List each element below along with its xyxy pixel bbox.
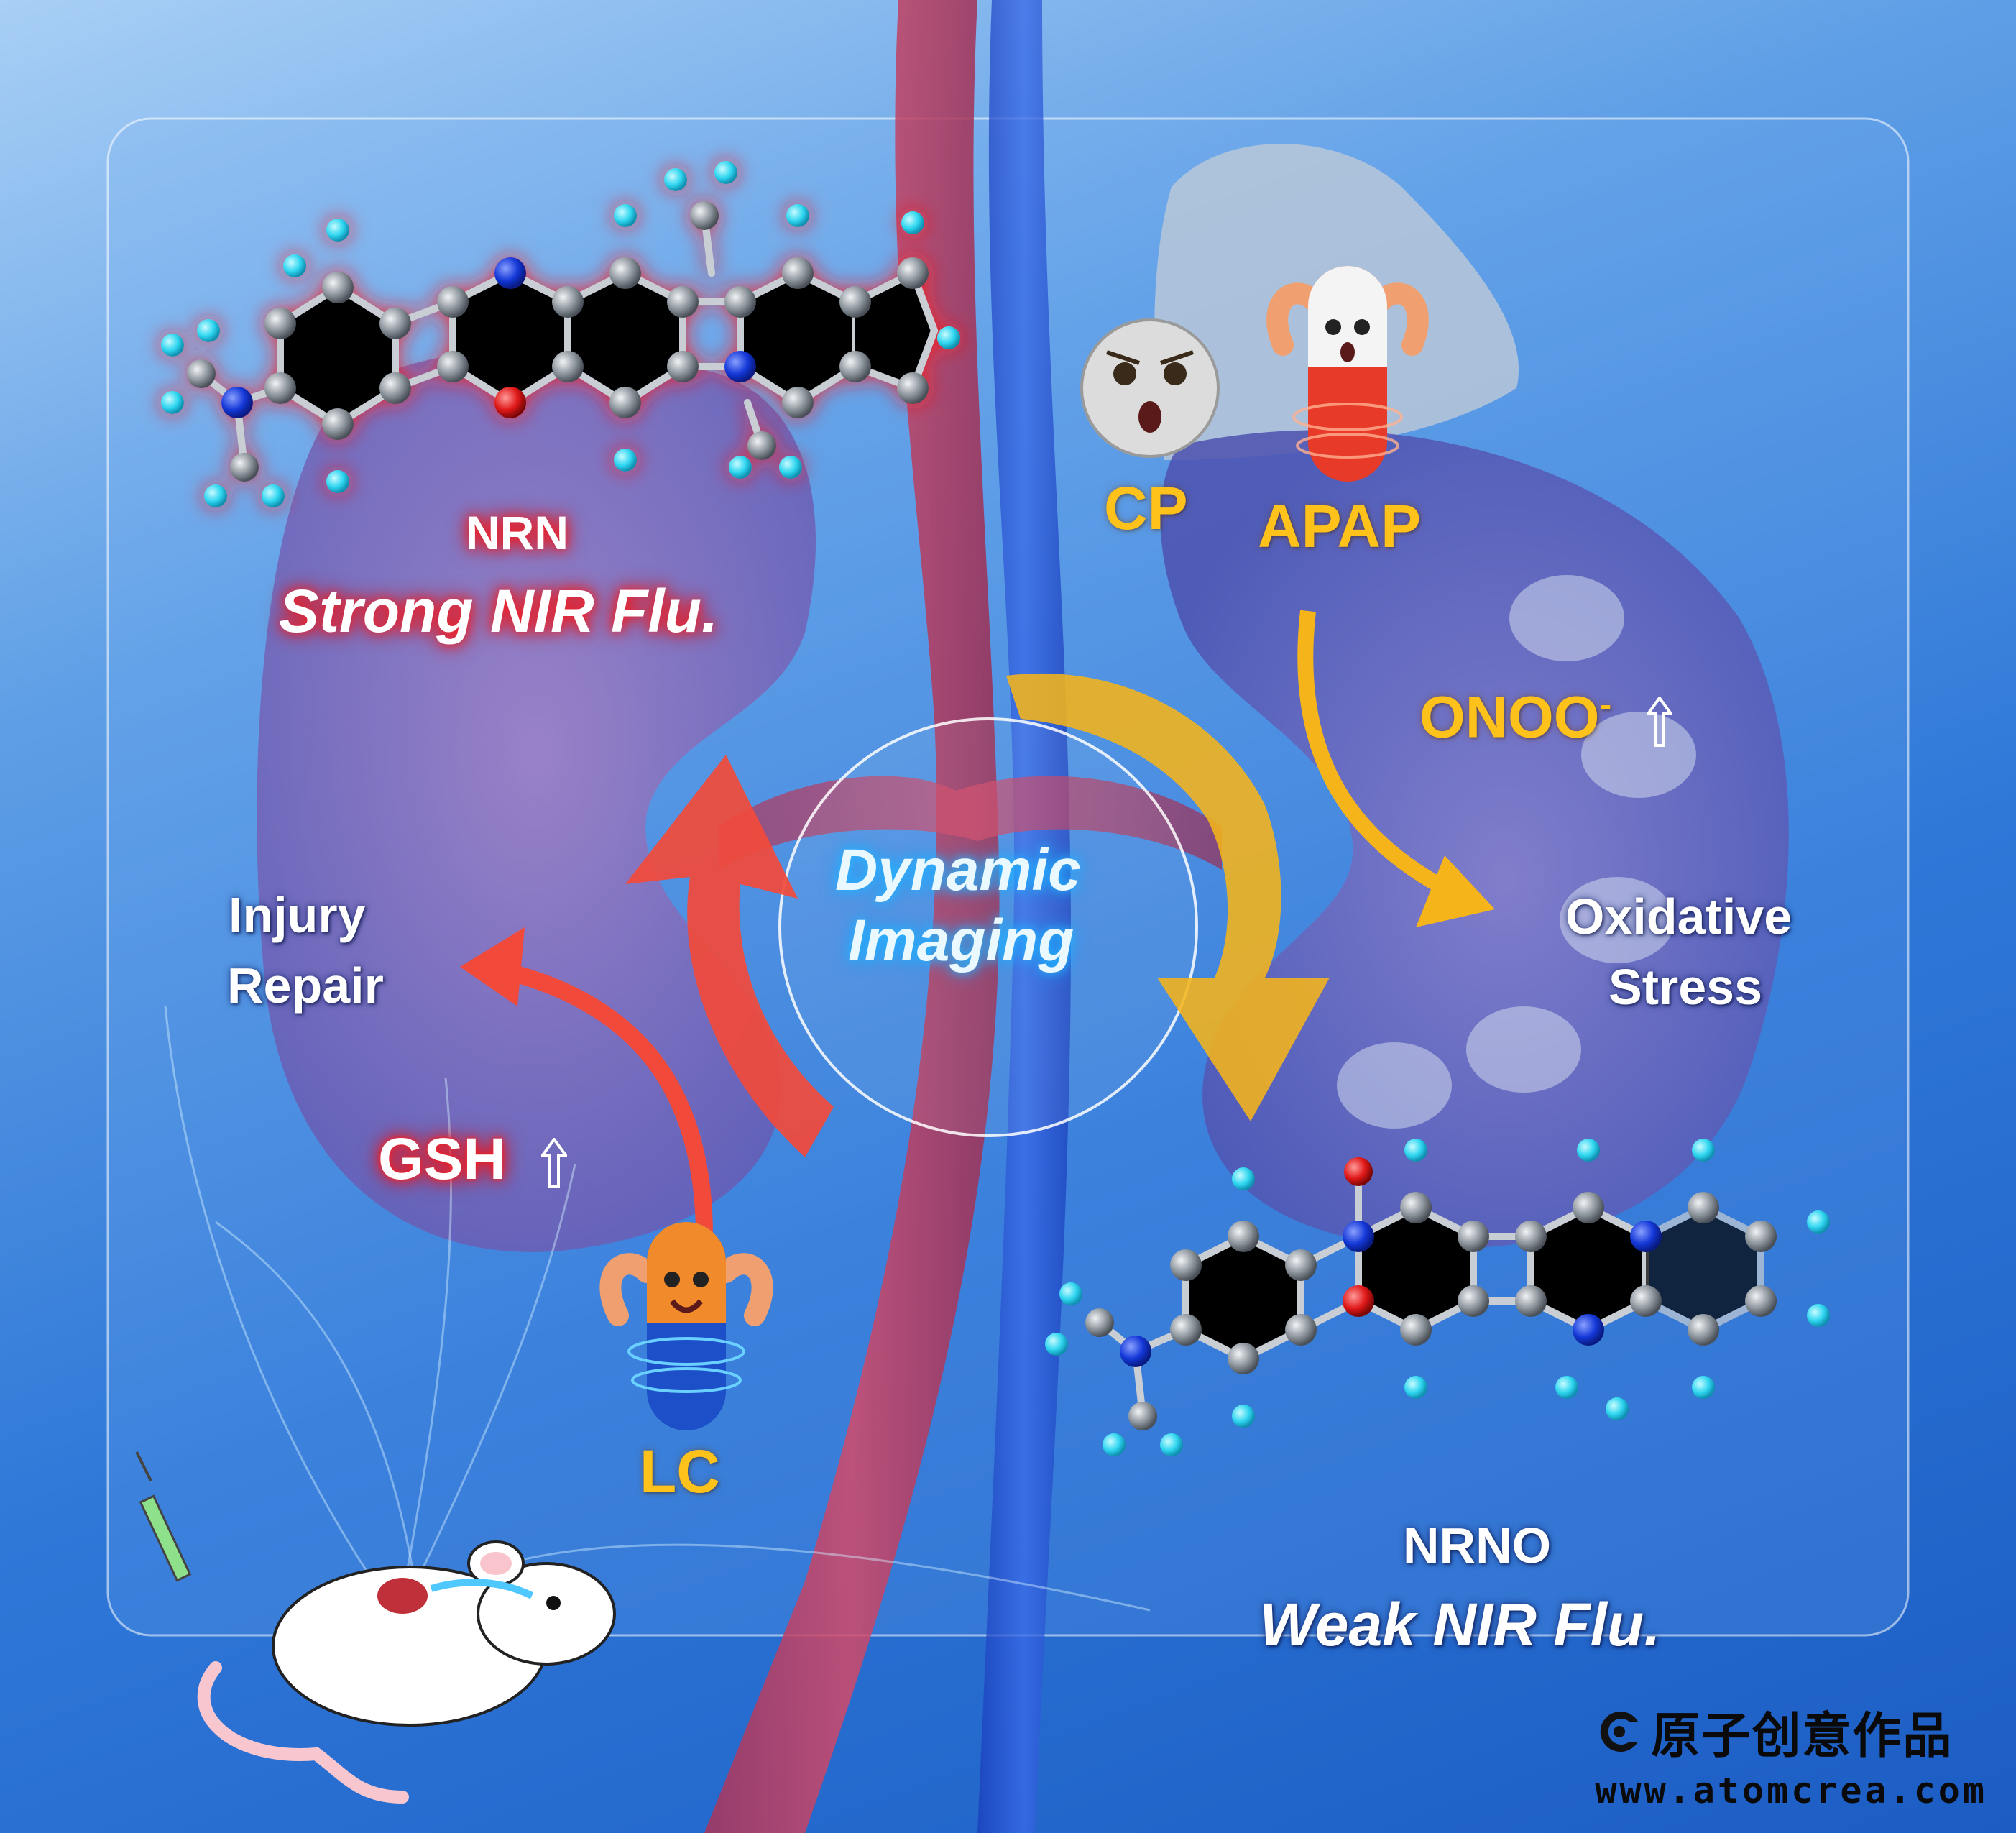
label-lc: LC [640,1438,720,1505]
increase-arrow-icon [540,1138,567,1189]
molecule-nrn [161,161,960,507]
label-strong-nir-flu: Strong NIR Flu. [279,577,719,645]
label-nrn: NRN [466,506,569,559]
label-nrno: NRNO [1403,1517,1552,1574]
label-weak-nir-flu: Weak NIR Flu. [1259,1591,1661,1658]
lc-capsule-character [599,1222,773,1430]
big-red-arrow [625,755,834,1157]
label-imaging: Imaging [848,908,1074,973]
brand-logo-icon [1601,1711,1639,1752]
label-onoo-superscript: - [1599,684,1612,725]
dynamic-imaging-circle [778,717,1198,1137]
apap-capsule-character [1266,266,1429,482]
yellow-curve-arrow [1297,610,1442,891]
cp-tablet-character [1080,318,1220,458]
label-repair: Repair [227,957,384,1014]
molecule-nrno [1045,1139,1830,1456]
right-kidney [1160,430,1789,1249]
watermark-brand: 原子创意作品 www.atomcrea.com [1595,1696,1987,1811]
yellow-curve-arrowhead [1416,855,1495,927]
brand-name: 原子创意作品 [1651,1708,1953,1765]
label-dynamic: Dynamic [835,837,1081,903]
blood-vessels [704,0,1222,1833]
label-injury: Injury [229,887,366,943]
increase-arrow-icon [1647,696,1673,747]
label-gsh: GSH [378,1130,567,1189]
label-oxidative: Oxidative [1565,888,1792,945]
big-yellow-arrow [1006,673,1330,1121]
label-apap: APAP [1258,492,1422,560]
brand-url: www.atomcrea.com [1595,1770,1987,1811]
label-stress: Stress [1608,959,1763,1015]
label-onoo-text: ONOO [1419,684,1600,750]
mouse-illustration [135,1451,616,1804]
red-curve-arrowhead [460,927,525,1006]
left-kidney [257,349,816,1252]
label-onoo: ONOO- [1419,684,1673,750]
label-gsh-text: GSH [378,1126,506,1192]
label-cp: CP [1104,474,1188,542]
red-curve-arrow [501,962,713,1237]
